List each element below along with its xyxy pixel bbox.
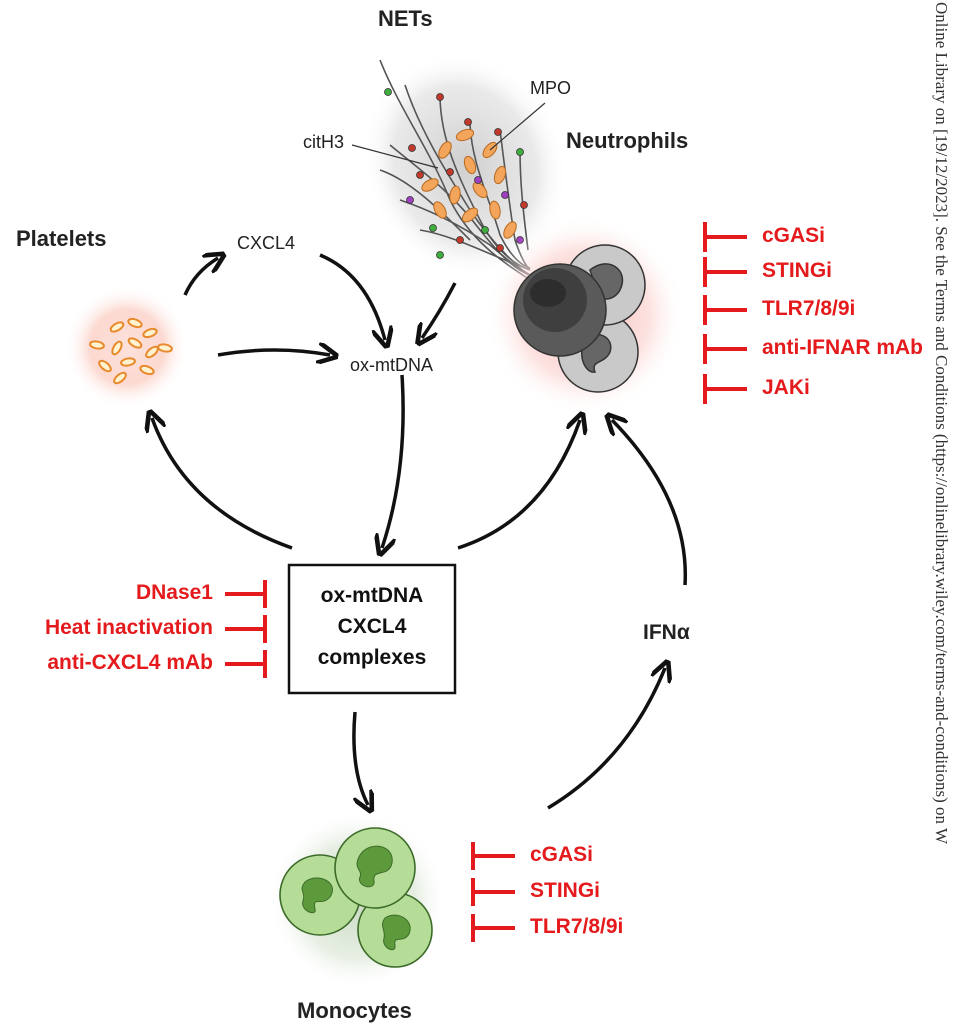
arrow-platelets-to-oxmtdna xyxy=(217,350,330,355)
side-watermark-text: Online Library on [19/12/2023]. See the … xyxy=(932,2,950,845)
inhibitor-symbols xyxy=(225,222,747,942)
neutrophils-illustration xyxy=(485,215,685,415)
neutrophil-inhibitor-cgasi: cGASi xyxy=(762,224,826,247)
monocytes-label: Monocytes xyxy=(297,998,412,1023)
monocytes-illustration xyxy=(268,810,448,990)
arrow-cxcl4-to-oxmtdna xyxy=(319,253,385,340)
platelets-illustration xyxy=(65,285,189,409)
neutrophil-inhibitor-anti-ifnar: anti-IFNAR mAb xyxy=(762,336,923,359)
cxcl4-label: CXCL4 xyxy=(237,233,296,253)
complex-box-text: ox-mtDNA CXCL4 complexes xyxy=(289,580,455,673)
neutrophils-label: Neutrophils xyxy=(566,128,689,153)
complex-inhibitor-anti-cxcl4: anti-CXCL4 mAb xyxy=(47,651,213,674)
nets-label: NETs xyxy=(378,6,433,31)
cith3-label: citH3 xyxy=(303,132,345,152)
side-watermark: Online Library on [19/12/2023]. See the … xyxy=(932,2,950,845)
arrow-nets-to-oxmtdna xyxy=(422,282,457,338)
arrow-oxmtdna-to-complex xyxy=(382,374,405,548)
mpo-label: MPO xyxy=(530,78,572,98)
complex-inhibitor-dnase1: DNase1 xyxy=(135,581,213,604)
arrow-complex-to-neutrophils xyxy=(457,420,580,550)
ox-mtdna-label: ox-mtDNA xyxy=(350,355,434,375)
arrow-complex-to-monocytes xyxy=(352,711,368,805)
neutrophil-inhibitor-tlr: TLR7/8/9i xyxy=(762,297,856,320)
arrow-ifna-to-neutrophils xyxy=(612,420,688,586)
monocyte-inhibitor-cgasi: cGASi xyxy=(530,843,594,866)
arrow-platelets-to-cxcl4 xyxy=(183,258,218,296)
arrows xyxy=(152,253,688,810)
platelets-label: Platelets xyxy=(16,226,107,251)
neutrophil-inhibitor-jaki: JAKi xyxy=(762,376,810,399)
monocyte-inhibitor-tlr: TLR7/8/9i xyxy=(530,915,624,938)
complex-line-2: CXCL4 xyxy=(337,615,407,638)
neutrophil-inhibitor-stingi: STINGi xyxy=(762,259,833,282)
ifna-label: IFNα xyxy=(643,621,690,644)
complex-inhibitor-heat: Heat inactivation xyxy=(44,616,213,639)
arrow-monocytes-to-ifna xyxy=(547,668,665,810)
arrow-complex-to-platelets xyxy=(152,418,293,550)
nets-illustration xyxy=(351,52,568,281)
complex-line-3: complexes xyxy=(317,646,427,669)
complex-line-1: ox-mtDNA xyxy=(320,584,424,607)
complex-box xyxy=(287,563,457,695)
monocyte-inhibitor-stingi: STINGi xyxy=(530,879,601,902)
